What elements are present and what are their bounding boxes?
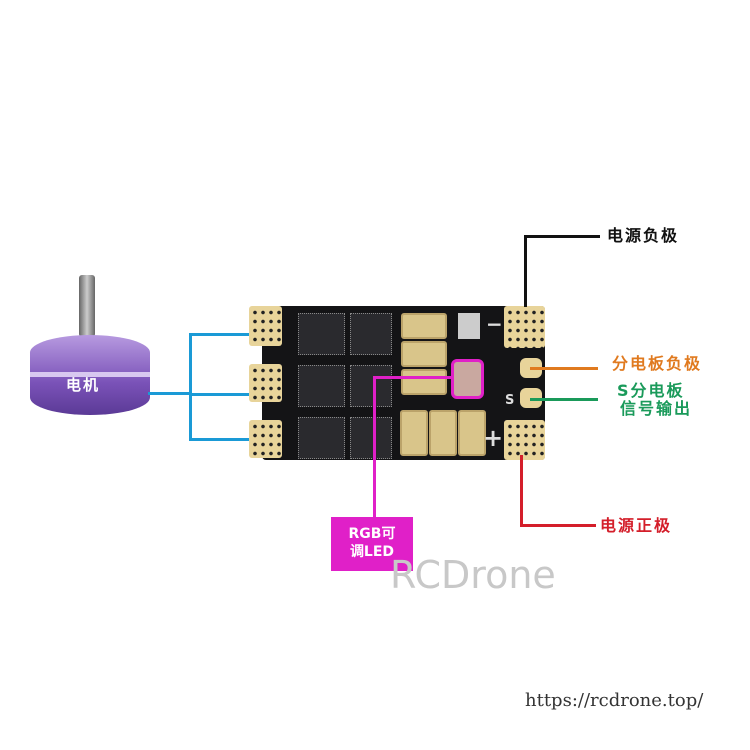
phase-pad-b — [249, 364, 282, 402]
negative-leader — [524, 235, 527, 307]
rgb-leader-h — [373, 376, 453, 379]
plus-mark: + — [483, 424, 504, 452]
pdb-negative-leader — [530, 367, 598, 370]
negative-pad — [504, 306, 545, 348]
phase-pad-a — [249, 306, 282, 346]
phase-wire-a — [189, 333, 264, 336]
phase-wire — [148, 392, 190, 395]
signal-leader — [530, 398, 598, 401]
rgb-label-1: RGB可 — [348, 526, 396, 542]
motor-ring — [30, 372, 150, 377]
rgb-led — [451, 359, 484, 399]
rgb-leader-v — [373, 376, 376, 518]
watermark: RCDrone — [390, 553, 556, 597]
signal-label-1: S分电板 — [617, 381, 685, 400]
phase-wire-b — [189, 393, 264, 396]
minus-mark: − — [486, 312, 503, 336]
signal-label-2: 信号输出 — [620, 399, 693, 418]
positive-pad — [504, 420, 545, 460]
rgb-label-box: RGB可 调LED — [331, 517, 413, 571]
positive-leader — [520, 455, 523, 526]
motor-shaft — [79, 275, 95, 337]
power-negative-label: 电源负极 — [607, 226, 680, 245]
url-text: https://rcdrone.top/ — [525, 690, 704, 711]
rgb-label-2: 调LED — [349, 544, 395, 560]
phase-wire-c — [189, 438, 264, 441]
s-mark: S — [505, 393, 515, 408]
power-positive-label: 电源正极 — [600, 516, 673, 535]
pdb-negative-label: 分电板负极 — [612, 354, 703, 373]
phase-pad-c — [249, 420, 282, 458]
motor-label: 电机 — [66, 376, 101, 394]
phase-bracket — [189, 333, 192, 441]
